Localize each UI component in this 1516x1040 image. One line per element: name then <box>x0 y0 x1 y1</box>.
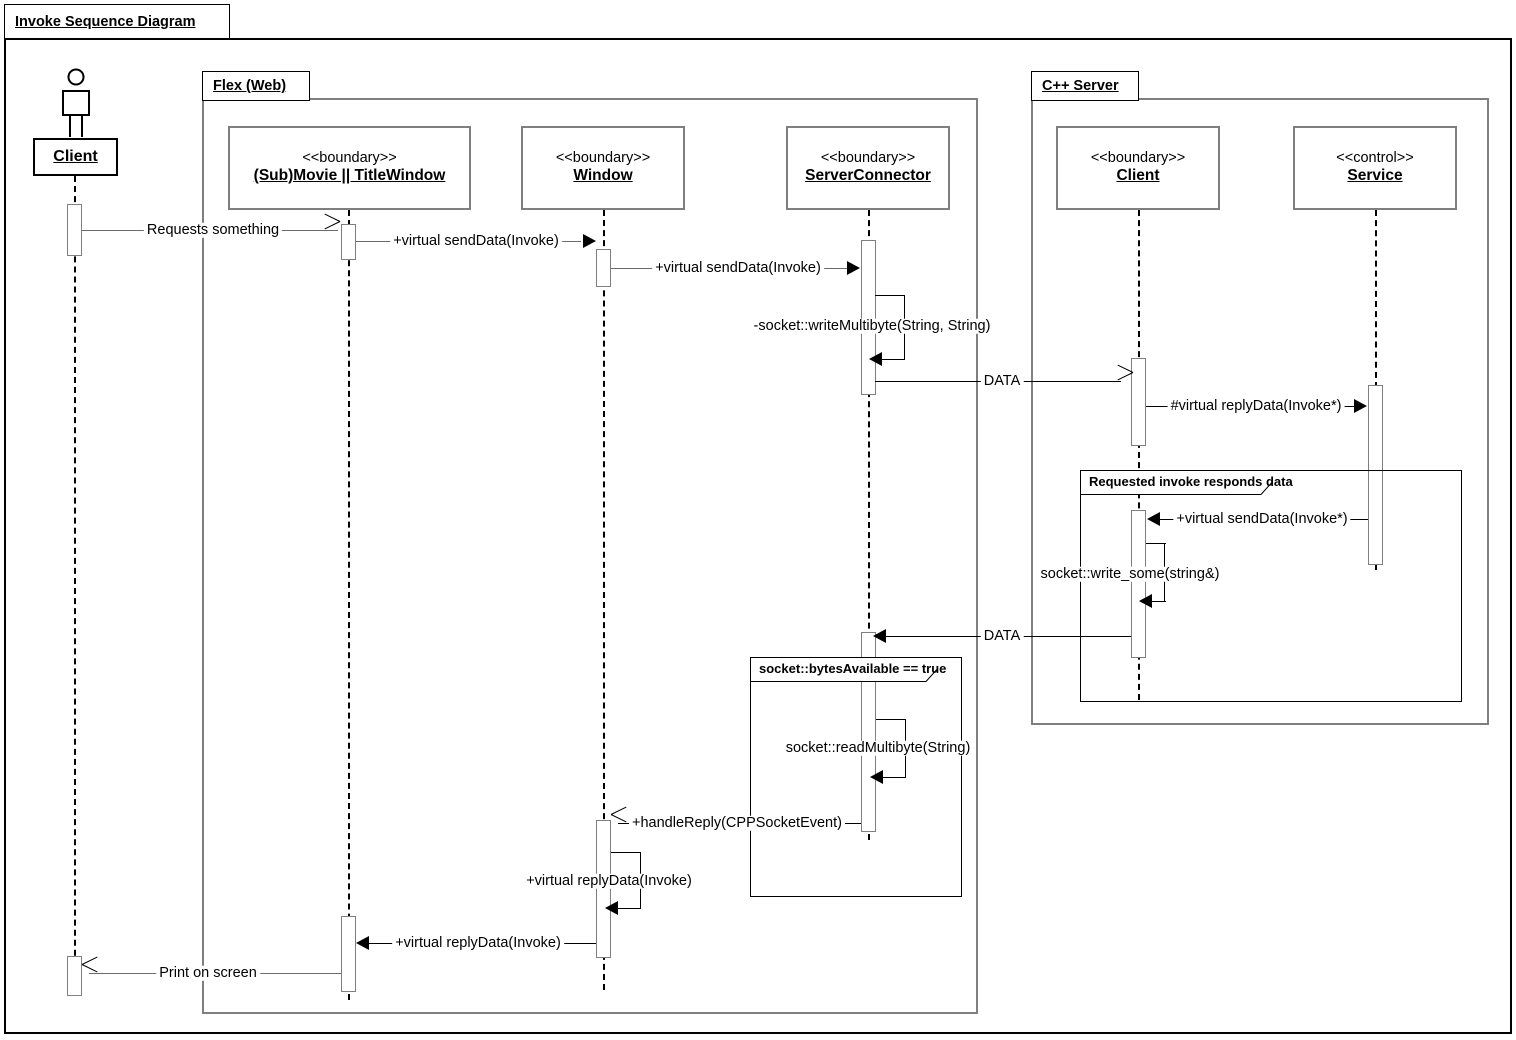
message-label-m10: socket::readMultibyte(String) <box>782 741 974 756</box>
frame-title-flex-web: Flex (Web) <box>202 71 310 101</box>
activation-submovie-1 <box>341 224 356 260</box>
message-label-m14: Print on screen <box>156 966 260 981</box>
fragment-requested-invoke <box>1080 470 1462 702</box>
frame-title-cpp-server: C++ Server <box>1031 71 1139 101</box>
message-line-m12-bottom <box>618 908 641 909</box>
message-label-m1: Requests something <box>143 223 283 238</box>
lifeline-name-service: Service <box>1347 167 1403 185</box>
message-arrowhead-m14 <box>82 964 98 982</box>
lifeline-head-service[interactable]: <<control>> Service <box>1293 126 1457 210</box>
message-label-m7: +virtual sendData(Invoke*) <box>1173 512 1351 527</box>
fragment-label-bytes-available: socket::bytesAvailable == true <box>751 658 946 682</box>
message-arrowhead-m5 <box>1116 372 1132 390</box>
lifeline-window <box>603 210 605 990</box>
message-arrowhead-m1 <box>323 221 339 239</box>
message-line-m8-top <box>1146 543 1166 544</box>
diagram-outer-frame <box>4 38 1512 1034</box>
message-arrowhead-m2 <box>583 234 596 248</box>
frame-flex-web <box>202 98 978 1014</box>
lifeline-cpp-client <box>1138 210 1140 700</box>
activation-cpp-client-2 <box>1131 510 1146 658</box>
message-arrowhead-m10 <box>870 770 883 784</box>
message-line-m12-top <box>611 852 641 853</box>
message-label-m5: DATA <box>980 374 1024 389</box>
frame-cpp-server <box>1031 98 1489 725</box>
message-arrowhead-m8 <box>1139 594 1152 608</box>
message-arrowhead-m7 <box>1147 512 1160 526</box>
message-label-m8: socket::write_some(string&) <box>1037 567 1223 582</box>
message-label-m4: -socket::writeMultibyte(String, String) <box>750 319 994 334</box>
fragment-label-requested-invoke: Requested invoke responds data <box>1081 471 1293 495</box>
lifeline-head-cpp-client[interactable]: <<boundary>> Client <box>1056 126 1220 210</box>
activation-client-actor-1 <box>67 204 82 256</box>
diagram-title-tab: Invoke Sequence Diagram <box>4 4 230 39</box>
message-arrowhead-m4 <box>869 352 882 366</box>
message-label-m9: DATA <box>980 629 1024 644</box>
lifeline-head-client-actor[interactable]: Client <box>33 138 118 176</box>
activation-service-1 <box>1368 385 1383 565</box>
lifeline-stereotype-cpp-client: <<boundary>> <box>1090 150 1186 167</box>
lifeline-stereotype-service: <<control>> <box>1336 150 1414 167</box>
lifeline-serverconnector <box>868 210 870 840</box>
message-line-m4-bottom <box>882 359 905 360</box>
activation-submovie-2 <box>341 916 356 992</box>
message-arrowhead-m3 <box>847 261 860 275</box>
lifeline-name-window: Window <box>573 167 633 185</box>
lifeline-stereotype-serverconnector: <<boundary>> <box>820 150 916 167</box>
message-label-m2: +virtual sendData(Invoke) <box>390 234 562 249</box>
activation-client-actor-2 <box>67 956 82 996</box>
lifeline-name-submovie: (Sub)Movie || TitleWindow <box>253 167 446 185</box>
lifeline-head-submovie[interactable]: <<boundary>> (Sub)Movie || TitleWindow <box>228 126 471 210</box>
activation-window-2 <box>596 820 611 958</box>
message-arrowhead-m9 <box>873 629 886 643</box>
message-label-m6: #virtual replyData(Invoke*) <box>1167 399 1345 414</box>
message-line-m10-top <box>876 719 906 720</box>
message-line-m8-bottom <box>1152 601 1166 602</box>
message-arrowhead-m6 <box>1354 399 1367 413</box>
lifeline-stereotype-window: <<boundary>> <box>555 150 651 167</box>
message-label-m12: +virtual replyData(Invoke) <box>523 874 695 889</box>
message-arrowhead-m13 <box>356 936 369 950</box>
activation-window-1 <box>596 249 611 287</box>
message-arrowhead-m12 <box>605 901 618 915</box>
message-label-m11: +handleReply(CPPSocketEvent) <box>629 816 845 831</box>
lifeline-name-cpp-client: Client <box>1116 167 1160 185</box>
lifeline-submovie <box>348 210 350 1000</box>
frame-label-cpp-server: C++ Server <box>1042 78 1119 94</box>
activation-cpp-client-1 <box>1131 358 1146 446</box>
lifeline-name-client-actor: Client <box>53 148 98 165</box>
lifeline-name-serverconnector: ServerConnector <box>805 167 931 185</box>
message-line-m4-top <box>875 295 905 296</box>
message-label-m3: +virtual sendData(Invoke) <box>652 261 824 276</box>
lifeline-head-window[interactable]: <<boundary>> Window <box>521 126 685 210</box>
actor-stick-figure-icon <box>62 68 90 137</box>
frame-label-flex-web: Flex (Web) <box>213 78 287 94</box>
lifeline-head-serverconnector[interactable]: <<boundary>> ServerConnector <box>786 126 950 210</box>
message-arrowhead-m11 <box>611 814 627 832</box>
lifeline-client-actor <box>74 176 76 996</box>
page-title: Invoke Sequence Diagram <box>15 13 196 30</box>
message-label-m13: +virtual replyData(Invoke) <box>392 936 564 951</box>
fragment-bytes-available <box>750 657 962 897</box>
message-line-m10-bottom <box>883 777 906 778</box>
lifeline-stereotype-submovie: <<boundary>> <box>302 150 397 167</box>
